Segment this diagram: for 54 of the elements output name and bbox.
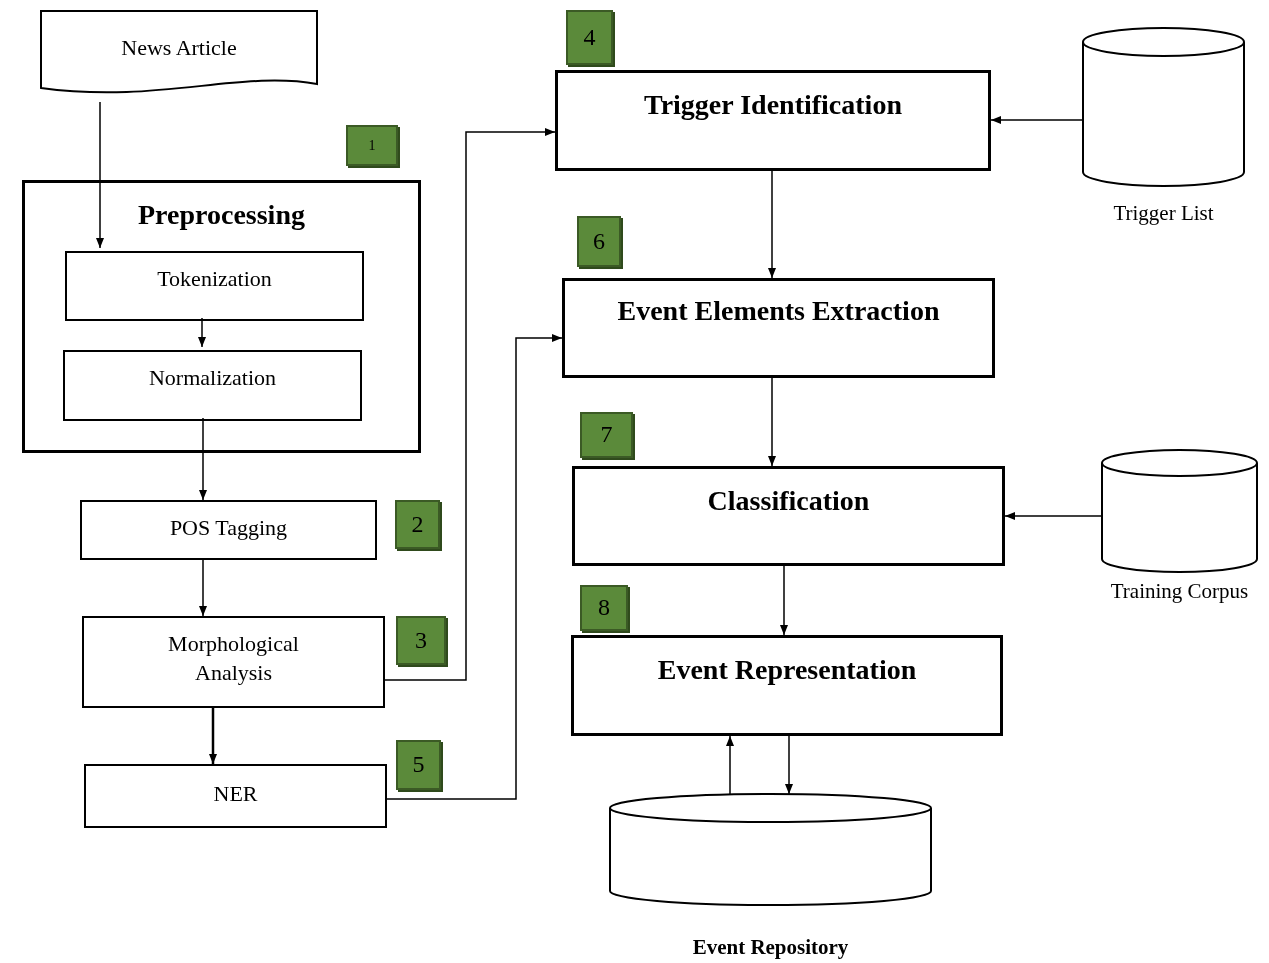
box-title: Classification bbox=[706, 484, 871, 518]
process-box bbox=[63, 350, 362, 421]
arrow bbox=[768, 170, 776, 279]
process-box bbox=[572, 466, 1005, 566]
step-number: 1 bbox=[367, 136, 377, 155]
process-box bbox=[84, 764, 387, 828]
arrow bbox=[386, 334, 563, 800]
step-number-badge bbox=[580, 585, 628, 631]
process-box bbox=[82, 616, 385, 708]
box-title: Trigger Identification bbox=[643, 88, 903, 122]
box-title: Event Representation bbox=[656, 653, 918, 687]
box-label: Tokenization bbox=[156, 265, 273, 293]
step-number: 2 bbox=[410, 509, 425, 539]
step-number-badge bbox=[566, 10, 613, 65]
step-number: 6 bbox=[592, 226, 606, 256]
box-label: NER bbox=[212, 780, 259, 808]
process-box bbox=[555, 70, 991, 171]
arrow bbox=[198, 317, 206, 348]
box-title: Event Elements Extraction bbox=[616, 294, 941, 328]
step-number: 3 bbox=[414, 625, 428, 655]
arrow bbox=[96, 101, 104, 249]
box-label: Morphological Analysis bbox=[167, 630, 300, 687]
store-label: Event Repository bbox=[691, 934, 850, 961]
step-number-badge bbox=[396, 616, 446, 665]
arrow bbox=[209, 708, 217, 764]
step-number: 8 bbox=[597, 593, 611, 623]
store-label: Trigger List bbox=[1112, 200, 1215, 227]
process-box bbox=[571, 635, 1003, 736]
process-box bbox=[562, 278, 995, 378]
arrow bbox=[990, 116, 1083, 124]
step-number-badge bbox=[580, 412, 633, 458]
process-box bbox=[65, 251, 364, 321]
arrow bbox=[384, 128, 556, 681]
arrow bbox=[199, 559, 207, 617]
arrow bbox=[785, 735, 793, 795]
store-label: Training Corpus bbox=[1109, 578, 1250, 605]
box-label: News Article bbox=[120, 34, 238, 62]
step-number-badge bbox=[395, 500, 440, 549]
process-box bbox=[22, 180, 421, 453]
step-number: 4 bbox=[582, 22, 597, 52]
step-number-badge bbox=[577, 216, 621, 267]
arrow bbox=[780, 565, 788, 636]
process-box bbox=[80, 500, 377, 560]
arrow bbox=[199, 417, 207, 501]
box-label: Normalization bbox=[147, 364, 278, 392]
arrow bbox=[1004, 512, 1102, 520]
box-label: POS Tagging bbox=[168, 514, 289, 542]
arrow bbox=[768, 377, 776, 467]
arrow bbox=[726, 735, 734, 795]
step-number: 5 bbox=[411, 750, 426, 780]
box-title: Preprocessing bbox=[137, 198, 306, 232]
step-number-badge bbox=[396, 740, 441, 790]
step-number: 7 bbox=[599, 420, 614, 450]
step-number-badge bbox=[346, 125, 398, 166]
